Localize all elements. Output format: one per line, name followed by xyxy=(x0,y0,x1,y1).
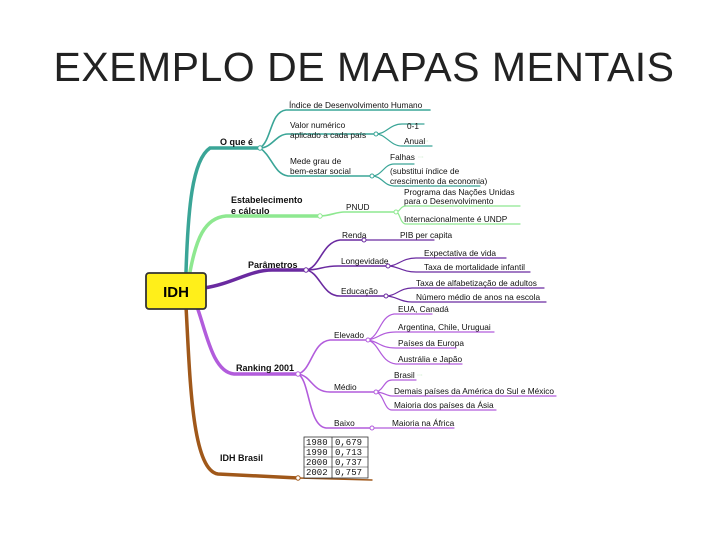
node-label: Renda xyxy=(342,230,367,240)
node-label: Valor numérico xyxy=(290,120,346,130)
connector xyxy=(371,163,415,177)
node-label: Expectativa de vida xyxy=(424,248,496,258)
branch-label-o-que-e: O que é xyxy=(220,137,253,147)
node-label: Baixo xyxy=(334,418,355,428)
table-cell: 0,737 xyxy=(335,458,362,468)
node-label: Anual xyxy=(404,136,425,146)
table-cell: 0,757 xyxy=(335,468,362,478)
connector xyxy=(367,339,457,349)
node-label: Internacionalmente é UNDP xyxy=(404,214,508,224)
node-label: Falhas xyxy=(390,152,415,162)
node-label: Austrália e Japão xyxy=(398,354,462,364)
root-node[interactable]: IDH xyxy=(145,272,207,310)
node-label: Educação xyxy=(341,286,378,296)
connector xyxy=(194,302,300,376)
connector xyxy=(367,331,495,341)
connector xyxy=(395,205,521,213)
junction-node xyxy=(393,209,399,215)
connector xyxy=(371,175,481,187)
connector xyxy=(305,239,365,271)
connector xyxy=(367,313,433,341)
idh-brasil-table: 1980 0,679 1990 0,713 2000 0,737 2002 0,… xyxy=(303,436,369,479)
node-label: Taxa de mortalidade infantil xyxy=(424,262,525,272)
junction-node xyxy=(317,213,323,219)
junction-node xyxy=(373,131,379,137)
branch-parametros xyxy=(202,239,547,303)
node-label: Programa das Nações Unidas xyxy=(404,187,515,197)
connector xyxy=(297,373,377,393)
connector xyxy=(367,339,463,365)
node-label: aplicado a cada país xyxy=(290,130,366,140)
junction-node xyxy=(295,371,301,377)
connector xyxy=(184,146,262,274)
node-label: para o Desenvolvimento xyxy=(404,196,494,206)
table-cell: 2002 xyxy=(306,468,328,478)
branch-label-estabelecimento: Estabelecimento xyxy=(231,195,303,205)
junction-node xyxy=(385,263,391,269)
node-label: Médio xyxy=(334,382,357,392)
node-label: Países da Europa xyxy=(398,338,464,348)
table-cell: 1980 xyxy=(306,438,328,448)
node-label: Brasil xyxy=(394,370,415,380)
node-label: Índice de Desenvolvimento Humano xyxy=(289,100,423,110)
node-label: Longevidade xyxy=(341,256,389,266)
branch-label-idh-brasil: IDH Brasil xyxy=(220,453,263,463)
node-label: Taxa de alfabetização de adultos xyxy=(416,278,537,288)
node-label: Número médio de anos na escola xyxy=(416,292,540,302)
connector xyxy=(184,304,300,480)
junction-node xyxy=(369,173,375,179)
connector xyxy=(385,295,547,303)
junction-node xyxy=(365,337,371,343)
connector xyxy=(259,133,377,149)
junction-node xyxy=(373,389,379,395)
connector xyxy=(387,265,531,273)
node-label: PIB per capita xyxy=(400,230,453,240)
node-label: 0-1 xyxy=(407,121,419,131)
table-cell: 0,679 xyxy=(335,438,362,448)
junction-node xyxy=(303,267,309,273)
node-label: EUA, Canadá xyxy=(398,304,449,314)
table-cell: 1990 xyxy=(306,448,328,458)
connector xyxy=(305,265,389,271)
connector xyxy=(375,123,425,135)
branch-label-estabelecimento: e cálculo xyxy=(231,206,270,216)
connector xyxy=(188,214,322,274)
connector xyxy=(297,373,373,429)
connector xyxy=(259,147,373,177)
slide-title: EXEMPLO DE MAPAS MENTAIS xyxy=(53,44,675,90)
root-label: IDH xyxy=(163,284,189,301)
connector xyxy=(259,109,431,149)
connector xyxy=(297,339,369,375)
node-label: PNUD xyxy=(346,202,370,212)
branch-ranking xyxy=(194,302,557,429)
node-label: bem-estar social xyxy=(290,166,351,176)
table-cell: 0,713 xyxy=(335,448,362,458)
junction-node xyxy=(361,237,367,243)
branch-o-que-e xyxy=(184,109,481,274)
node-label: Demais países da América do Sul e México xyxy=(394,386,554,396)
node-label: Maioria dos países da Ásia xyxy=(394,400,494,410)
node-label: (substitui índice de xyxy=(390,166,460,176)
junction-node xyxy=(257,145,263,151)
junction-node xyxy=(295,475,301,481)
junction-node xyxy=(383,293,389,299)
connector xyxy=(319,211,397,217)
junction-node xyxy=(369,425,375,431)
node-label: Maioria na África xyxy=(392,418,455,428)
connector xyxy=(375,133,433,147)
table-cell: 2000 xyxy=(306,458,328,468)
branch-label-ranking: Ranking 2001 xyxy=(236,363,294,373)
connector xyxy=(305,269,387,297)
node-label: Argentina, Chile, Uruguai xyxy=(398,322,491,332)
branch-label-parametros: Parâmetros xyxy=(248,260,298,270)
node-label: Mede grau de xyxy=(290,156,342,166)
node-label: Elevado xyxy=(334,330,364,340)
node-label: crescimento da economia) xyxy=(390,176,488,186)
connector xyxy=(202,268,308,290)
